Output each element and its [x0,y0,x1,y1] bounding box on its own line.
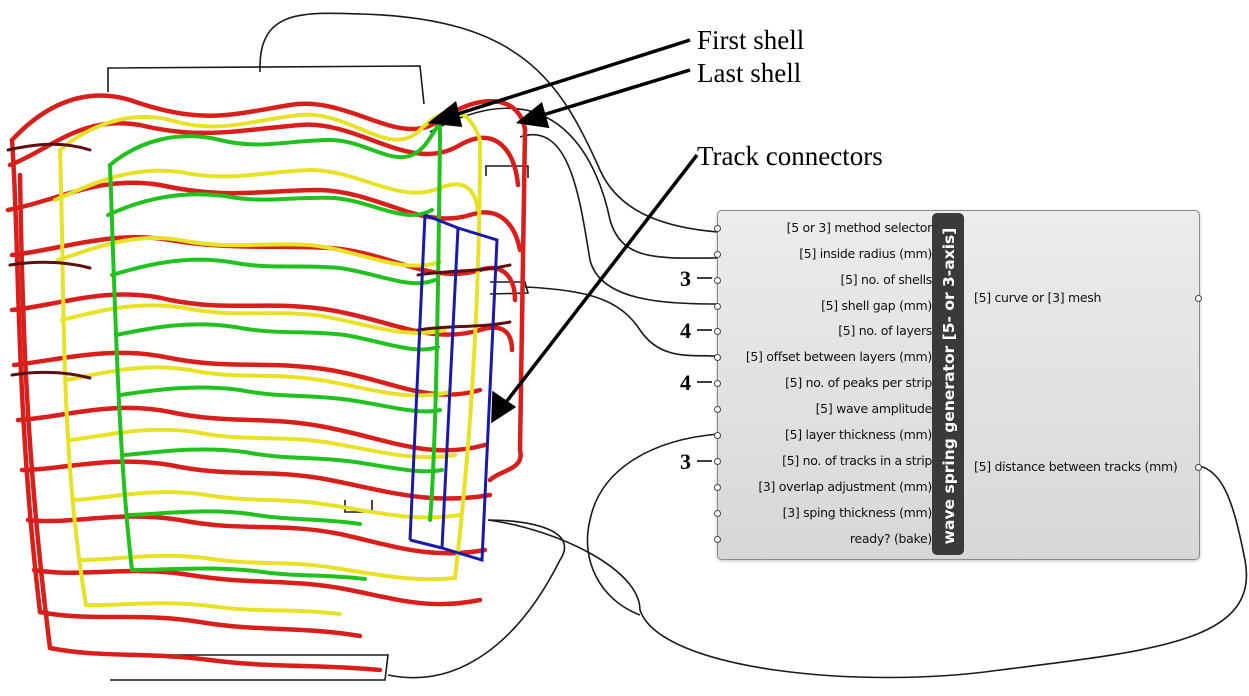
input-inside-radius[interactable]: [5] inside radius (mm) [799,246,932,261]
value-no-of-peaks-per-strip: 4 [680,370,691,395]
wire-layer-thickness [586,433,719,616]
arrowhead-track-connectors [491,390,517,424]
input-sping-thickness[interactable]: [3] sping thickness (mm) [782,505,933,520]
spring-shells [5,93,528,673]
input-offset-between-layers[interactable]: [5] offset between layers (mm) [745,349,932,364]
label-last-shell: Last shell [697,58,802,88]
input-wave-amplitude[interactable]: [5] wave amplitude [815,401,933,416]
input-port[interactable] [714,380,721,387]
output-port[interactable] [1195,464,1202,471]
frame-right-small [485,165,529,178]
component-title: wave spring generator [5- or 3-axis] [940,227,958,545]
arrowhead-last-shell [515,101,550,129]
value-no-of-layers: 4 [680,318,691,343]
input-port[interactable] [714,354,721,361]
input-method-selector[interactable]: [5 or 3] method selector [786,220,933,235]
track-connectors [408,213,499,562]
input-port[interactable] [714,432,721,439]
frame-left-bottom [110,654,389,681]
output-curve-or-mesh[interactable]: [5] curve or [3] mesh [974,290,1102,305]
arrow-last-shell [532,68,691,120]
arrow-track-connectors [498,153,699,412]
input-port[interactable] [714,406,721,413]
output-port[interactable] [1195,295,1202,302]
wire-top-loop [259,12,719,233]
input-shell-gap[interactable]: [5] shell gap (mm) [821,298,932,313]
wire-bottom [387,519,566,679]
frame-right-mid [489,281,530,295]
input-port[interactable] [714,510,721,517]
input-port[interactable] [714,484,721,491]
track-connector-1 [408,214,427,541]
input-no-of-tracks-in-a-strip[interactable]: [5] no. of tracks in a strip [782,453,932,468]
input-no-of-peaks-per-strip[interactable]: [5] no. of peaks per strip [785,375,932,390]
label-track-connectors: Track connectors [697,141,883,171]
track-connector-3 [441,226,499,562]
arrowhead-first-shell [427,100,463,128]
input-port[interactable] [714,303,721,310]
input-port[interactable] [714,328,721,335]
yellow-shell [53,109,482,616]
input-port[interactable] [714,536,721,543]
input-layer-thickness[interactable]: [5] layer thickness (mm) [785,427,932,442]
value-no-of-tracks-in-a-strip: 3 [680,449,691,474]
wave-spring-generator-component[interactable]: wave spring generator [5- or 3-axis] [5 … [714,210,1202,560]
wire-big-loop [487,465,1248,679]
input-overlap-adjustment[interactable]: [3] overlap adjustment (mm) [758,479,932,494]
component-title-bar[interactable] [932,213,964,555]
input-port[interactable] [714,277,721,284]
value-no-of-shells: 3 [680,266,691,291]
input-port[interactable] [714,251,721,258]
output-distance-between-tracks[interactable]: [5] distance between tracks (mm) [974,459,1178,474]
input-ready-bake[interactable]: ready? (bake) [849,531,932,546]
green-shell [106,123,444,581]
dark-strands [6,142,512,380]
wire-shell-gap [519,134,719,305]
arrow-first-shell [444,38,691,120]
wire-offset-layers [524,286,719,357]
input-no-of-layers[interactable]: [5] no. of layers [838,323,932,338]
annotation-arrows [427,38,699,424]
label-first-shell: First shell [697,25,805,55]
input-port[interactable] [714,225,721,232]
input-no-of-shells[interactable]: [5] no. of shells [840,272,933,287]
frame-top [107,65,425,105]
track-connector-4 [409,538,443,550]
input-port[interactable] [714,458,721,465]
